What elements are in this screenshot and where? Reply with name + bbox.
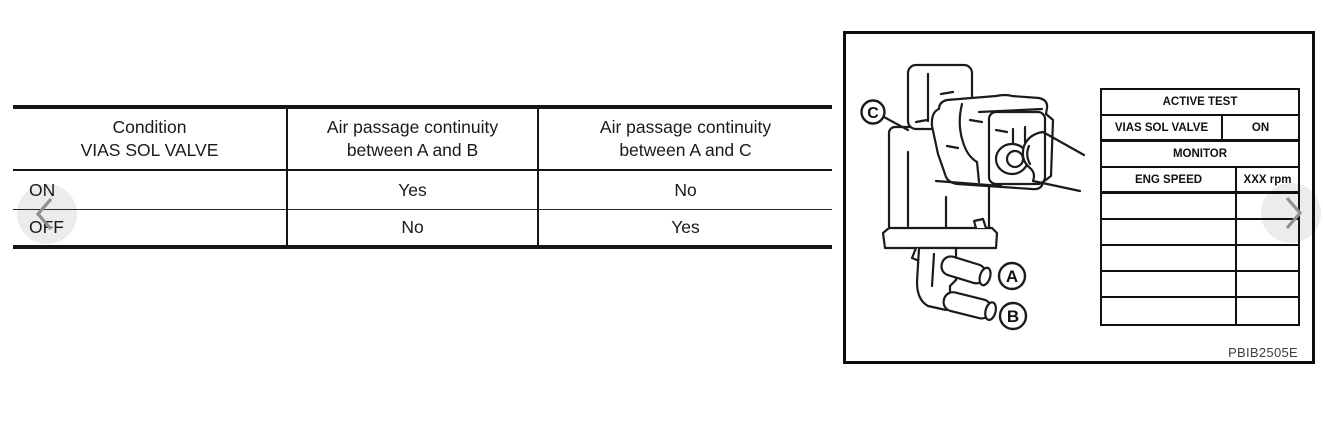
monitor-item-row: ENG SPEED XXX rpm	[1102, 168, 1298, 194]
consult-empty-row	[1102, 246, 1298, 272]
label-c: C	[867, 105, 879, 122]
cell-ac-on: No	[537, 170, 832, 210]
monitor-item-value: XXX rpm	[1243, 173, 1292, 186]
consult-empty-cell	[1237, 246, 1298, 270]
monitor-header: MONITOR	[1172, 148, 1228, 160]
test-item-value: ON	[1251, 121, 1270, 134]
cell-ab-off: No	[286, 209, 538, 247]
figure-panel: C A B ACTIVE TEST VIAS SOL VALVE ON MONI…	[843, 31, 1315, 364]
chevron-right-icon	[1261, 183, 1321, 243]
col-header-continuity-ac: Air passage continuity between A and C	[537, 107, 832, 171]
cell-ac-off: Yes	[537, 209, 832, 247]
carousel-next-button[interactable]	[1261, 183, 1321, 243]
consult-screen-table: ACTIVE TEST VIAS SOL VALVE ON MONITOR EN…	[1100, 88, 1300, 326]
consult-empty-row	[1102, 220, 1298, 246]
col-header-condition: Condition VIAS SOL VALVE	[13, 107, 287, 171]
figure-code: PBIB2505E	[1228, 345, 1298, 360]
consult-empty-row	[1102, 272, 1298, 298]
test-item-row: VIAS SOL VALVE ON	[1102, 116, 1298, 142]
consult-empty-row	[1102, 194, 1298, 220]
consult-empty-cell	[1102, 220, 1237, 244]
col-header-continuity-ab: Air passage continuity between A and B	[286, 107, 538, 171]
consult-empty-cell	[1102, 194, 1237, 218]
consult-empty-cell	[1102, 246, 1237, 270]
consult-empty-cell	[1102, 272, 1237, 296]
table-row: OFF No Yes	[13, 209, 832, 247]
active-test-header-row: ACTIVE TEST	[1102, 90, 1298, 116]
consult-empty-cell	[1102, 298, 1237, 324]
chevron-left-icon	[17, 184, 77, 244]
active-test-header: ACTIVE TEST	[1162, 96, 1238, 108]
solenoid-valve-illustration: C A B	[860, 63, 1086, 331]
consult-empty-cell	[1237, 298, 1298, 324]
label-b: B	[1007, 307, 1019, 326]
monitor-item-label: ENG SPEED	[1102, 168, 1237, 191]
consult-empty-row	[1102, 298, 1298, 324]
consult-empty-cell	[1237, 272, 1298, 296]
test-item-label: VIAS SOL VALVE	[1102, 116, 1223, 139]
cell-condition-off: OFF	[29, 217, 64, 237]
continuity-table: Condition VIAS SOL VALVE Air passage con…	[13, 105, 832, 249]
table-row: ON Yes No	[13, 170, 832, 210]
cell-condition-on: ON	[13, 170, 287, 210]
monitor-header-row: MONITOR	[1102, 142, 1298, 168]
table-header-row: Condition VIAS SOL VALVE Air passage con…	[13, 107, 832, 171]
cell-ab-on: Yes	[286, 170, 538, 210]
label-a: A	[1006, 267, 1018, 286]
carousel-prev-button[interactable]	[17, 184, 77, 244]
